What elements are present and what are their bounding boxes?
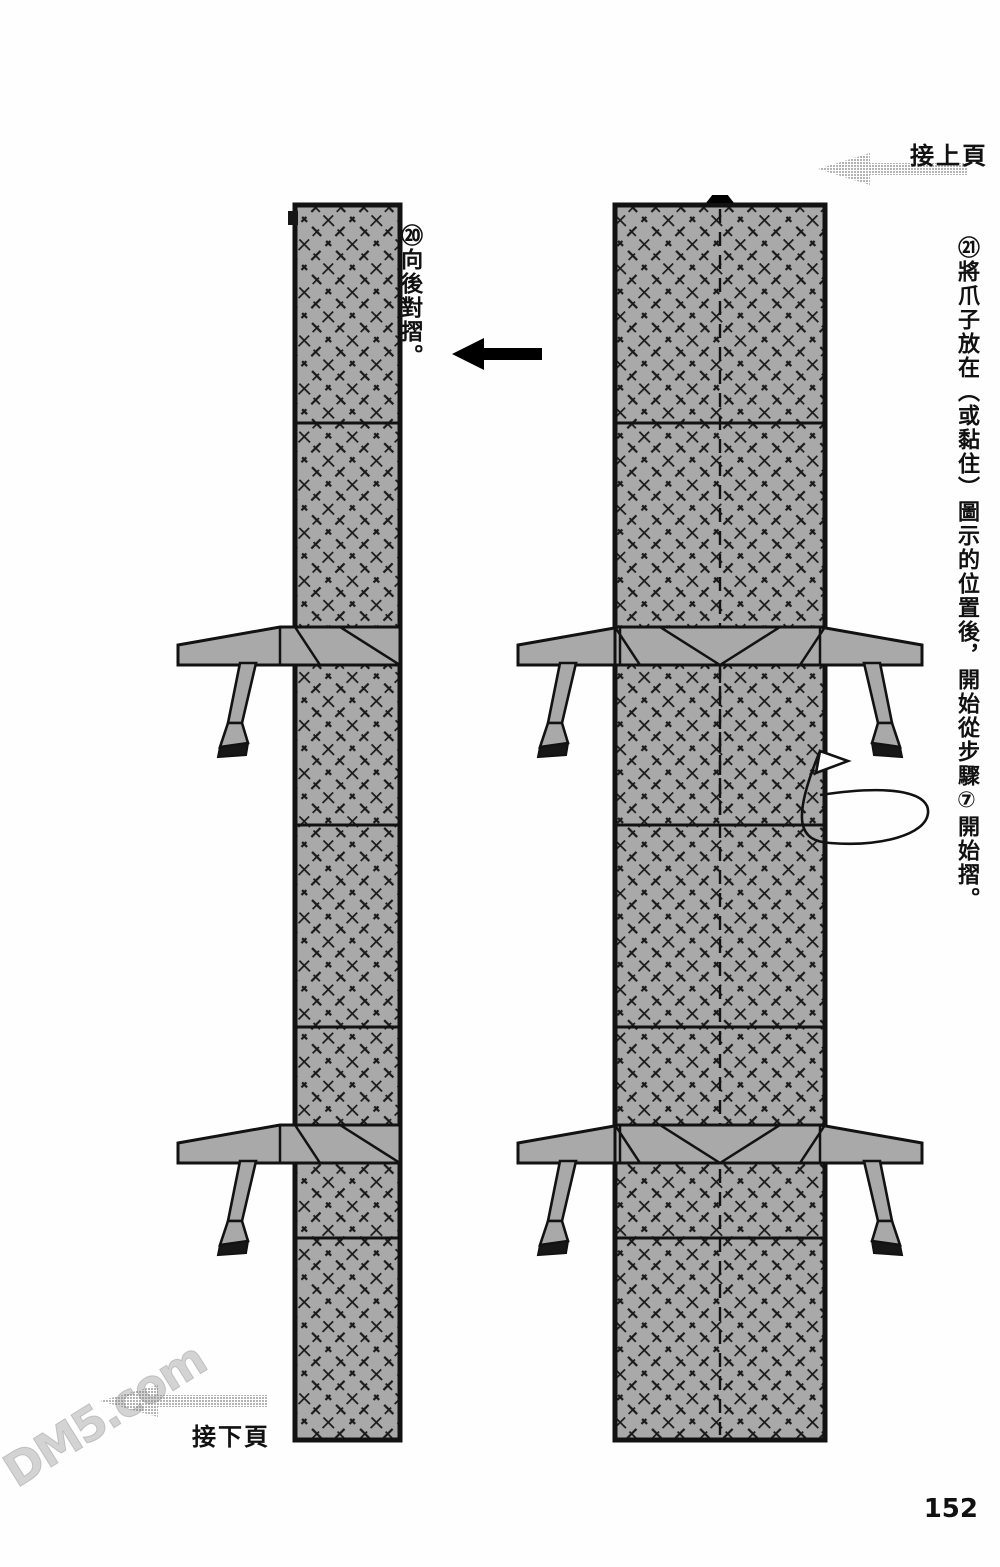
leg-row-1 xyxy=(516,625,924,759)
left-arrow-gray-icon xyxy=(100,1382,268,1420)
claw-right-2 xyxy=(862,1159,904,1257)
figure-step-20 xyxy=(500,195,940,1450)
continue-next-page-label: 接下頁 xyxy=(192,1423,270,1451)
left-arrow-gray-icon xyxy=(818,150,968,188)
leg-row-1 xyxy=(176,625,402,759)
step-20-text: ㉑將爪子放在（或黏住）圖示的位置後，開始從步驟⑦開始摺。 xyxy=(954,236,979,911)
top-edge-tab xyxy=(288,211,298,225)
page-number: 152 xyxy=(923,1494,978,1524)
claw-left-2 xyxy=(216,1159,258,1257)
claw-left-2 xyxy=(536,1159,578,1257)
claw-left-1 xyxy=(216,661,258,759)
body-strip-folded xyxy=(292,202,403,1443)
leg-row-2 xyxy=(516,1123,924,1257)
figure-step-21 xyxy=(160,195,420,1450)
black-left-arrow-icon xyxy=(452,334,542,374)
continue-previous-page-label: 接上頁 xyxy=(910,142,988,170)
black-triangle-marker xyxy=(706,195,734,203)
fold-creases xyxy=(295,421,400,1240)
leg-row-2 xyxy=(176,1123,402,1257)
body-strip xyxy=(612,202,828,1443)
claw-right-1 xyxy=(862,661,904,759)
fold-behind-curved-arrow xyxy=(800,749,930,845)
claw-left-1 xyxy=(536,661,578,759)
